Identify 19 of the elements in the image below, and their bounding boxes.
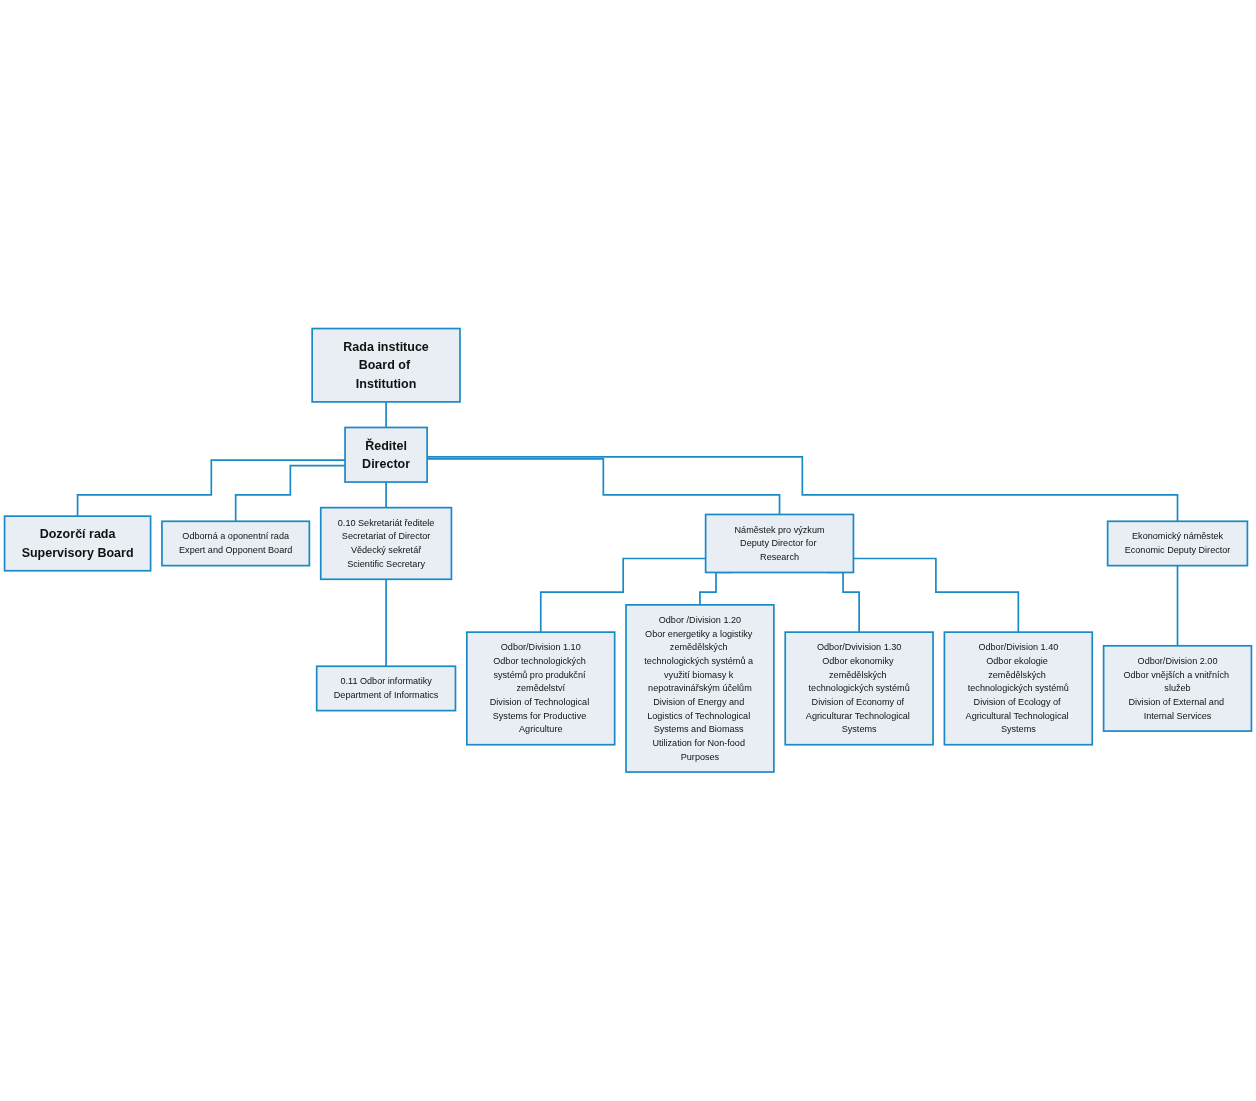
node-box: Odbor/Division 1.10 Odbor technologických systémů pro produkční zemědelství Division of Technological Systems for Productive Agriculture xyxy=(466,631,616,746)
node-box: Ředitel Director xyxy=(344,426,428,484)
connector xyxy=(1176,565,1179,647)
connector xyxy=(385,401,387,429)
node-box: Odbor/Dvivision 1.30 Odbor ekonomiky zemědělských technologických systémů Division of Economy of Agriculturar Technological Systems xyxy=(784,631,934,746)
node-box: Odbor/Division 1.40 Odbor ekologie zemědělských technologických systémů Division of Ecology of Agricultural Technological Systems xyxy=(943,631,1094,746)
node-box: Odbor /Division 1.20 Obor energetiky a logistiky zemědělských technologických systémů a využití biomasy k nepotravinářským účelům Division of Energy and Logistics of Technological Systems and Biomass Utilization for Non-food Purposes xyxy=(625,604,775,774)
node-box: Náměstek pro výzkum Deputy Director for Research xyxy=(704,513,855,574)
node-box: 0.11 Odbor informatiky Department of Informatics xyxy=(315,665,457,712)
node-box: Ekonomický náměstek Economic Deputy Director xyxy=(1106,520,1249,567)
node-box: Odborná a oponentní rada Expert and Opponent Board xyxy=(161,520,311,567)
node-box: 0.10 Sekretariát ředitele Secretariat of Director Vědecký sekretář Scientific Secretary xyxy=(319,507,453,581)
connector xyxy=(234,465,346,523)
node-box: Odbor/Division 2.00 Odbor vnějších a vnitřních služeb Division of External and Internal Services xyxy=(1102,645,1253,733)
connector xyxy=(385,578,387,668)
node-box: Rada instituce Board of Institution xyxy=(311,327,461,403)
connector xyxy=(76,459,346,518)
connector xyxy=(385,481,387,509)
node-box: Dozorčí rada Supervisory Board xyxy=(3,515,152,572)
